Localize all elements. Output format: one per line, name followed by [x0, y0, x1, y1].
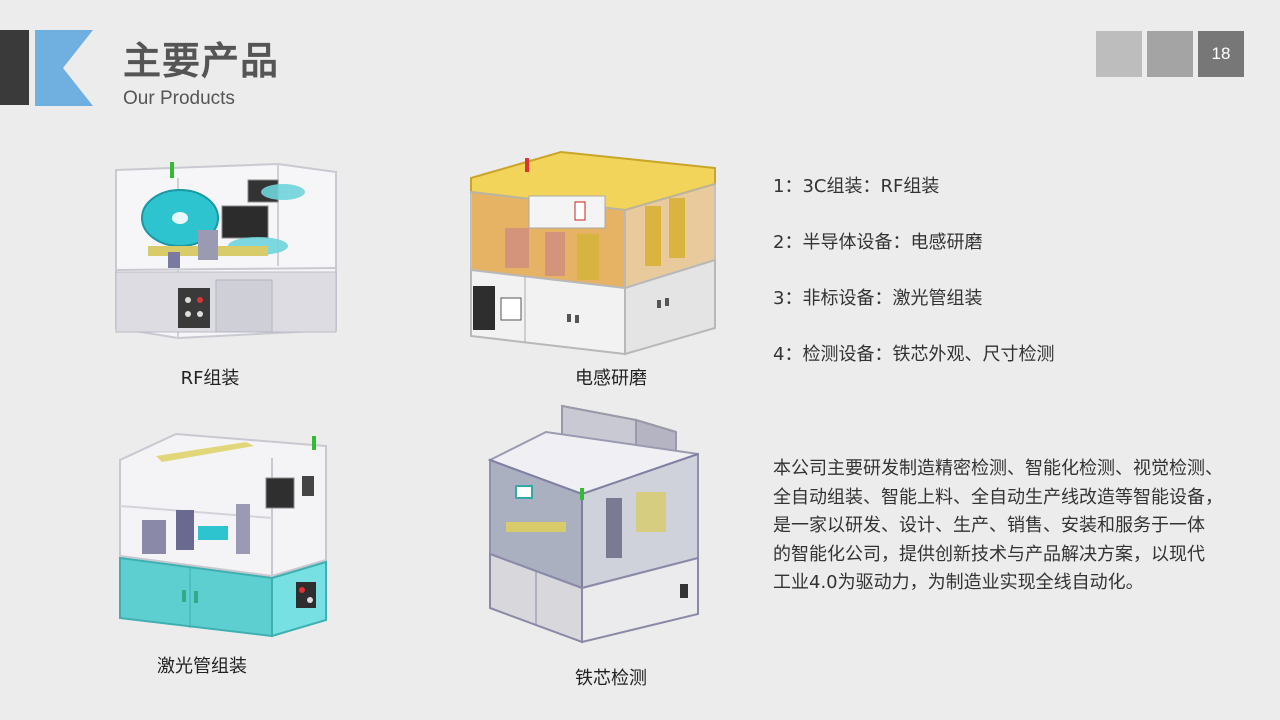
- page-title: 主要产品: [123, 39, 280, 83]
- product-category-list: 1：3C组装：RF组装 2：半导体设备：电感研磨 3：非标设备：激光管组装 4：…: [773, 176, 1054, 400]
- description-line: 是一家以研发、设计、生产、销售、安装和服务于一体: [773, 515, 1205, 536]
- inductor-grinding-machine-image: [465, 148, 725, 358]
- company-description: 本公司主要研发制造精密检测、智能化检测、视觉检测、 全自动组装、智能上料、全自动…: [773, 455, 1243, 598]
- list-item: 1：3C组装：RF组装: [773, 176, 940, 197]
- product-caption-laser: 激光管组装: [157, 656, 247, 677]
- logo-k-icon: [35, 30, 93, 106]
- description-line: 的智能化公司，提供创新技术与产品解决方案，以现代: [773, 543, 1205, 565]
- page-number-badge: 18: [1198, 31, 1244, 77]
- rf-assembly-machine-image: [108, 160, 343, 345]
- decor-square-mid: [1147, 31, 1193, 77]
- laser-tube-assembly-machine-image: [116, 430, 331, 645]
- description-line: 全自动组装、智能上料、全自动生产线改造等智能设备，: [773, 486, 1223, 508]
- product-caption-iron-core: 铁芯检测: [575, 668, 647, 689]
- page-subtitle: Our Products: [123, 88, 235, 109]
- product-caption-inductor: 电感研磨: [575, 368, 647, 389]
- iron-core-inspection-machine-image: [486, 402, 704, 647]
- list-item: 4：检测设备：铁芯外观、尺寸检测: [773, 344, 1055, 365]
- description-line: 工业4.0为驱动力，为制造业实现全线自动化。: [773, 572, 1144, 593]
- description-line: 本公司主要研发制造精密检测、智能化检测、视觉检测、: [773, 458, 1223, 479]
- decor-square-light: [1096, 31, 1142, 77]
- list-item: 3：非标设备：激光管组装: [773, 288, 983, 309]
- logo-dark-bar: [0, 30, 29, 105]
- list-item: 2：半导体设备：电感研磨: [773, 232, 983, 253]
- product-caption-rf: RF组装: [180, 368, 240, 389]
